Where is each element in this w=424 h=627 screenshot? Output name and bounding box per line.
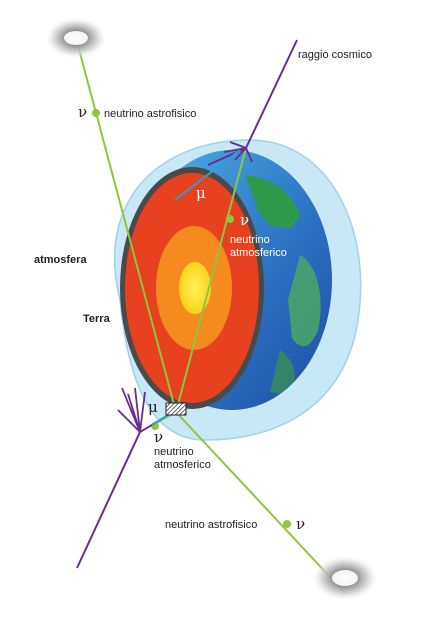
neutrino-dot xyxy=(226,215,234,223)
galaxy-icon xyxy=(313,556,377,600)
atm-neutrino-label-top-2: atmosferico xyxy=(230,247,287,259)
cosmic-ray-bottom xyxy=(76,387,161,569)
nu-symbol: ν xyxy=(296,515,305,533)
atm-neutrino-track-top xyxy=(175,147,247,413)
detector-icon xyxy=(165,402,187,416)
astro-neutrino-track xyxy=(75,37,346,594)
neutrino-dot xyxy=(283,520,291,528)
neutrino-dot xyxy=(92,109,100,117)
atm-neutrino-label-top-1: neutrino xyxy=(230,234,270,246)
atm-neutrino-label-bottom-2: atmosferico xyxy=(154,459,211,471)
galaxy-icon xyxy=(46,18,106,58)
cosmic-ray-top xyxy=(207,39,298,166)
atm-neutrino-label-bottom-1: neutrino xyxy=(154,446,194,458)
nu-symbol: ν xyxy=(240,211,249,229)
mu-symbol: μ xyxy=(148,398,158,416)
astro-neutrino-label-bottom: neutrino astrofisico xyxy=(165,519,257,531)
earth-label: Terra xyxy=(83,313,111,325)
astro-neutrino-label-top: neutrino astrofisico xyxy=(104,108,196,120)
mu-symbol: μ xyxy=(196,184,206,202)
nu-symbol: ν xyxy=(78,103,87,121)
atmosphere-label: atmosfera xyxy=(34,254,87,266)
continents xyxy=(245,175,321,395)
earth-cross-section xyxy=(120,167,264,409)
nu-symbol: ν xyxy=(154,428,163,446)
cosmic-ray-label: raggio cosmico xyxy=(298,49,372,61)
